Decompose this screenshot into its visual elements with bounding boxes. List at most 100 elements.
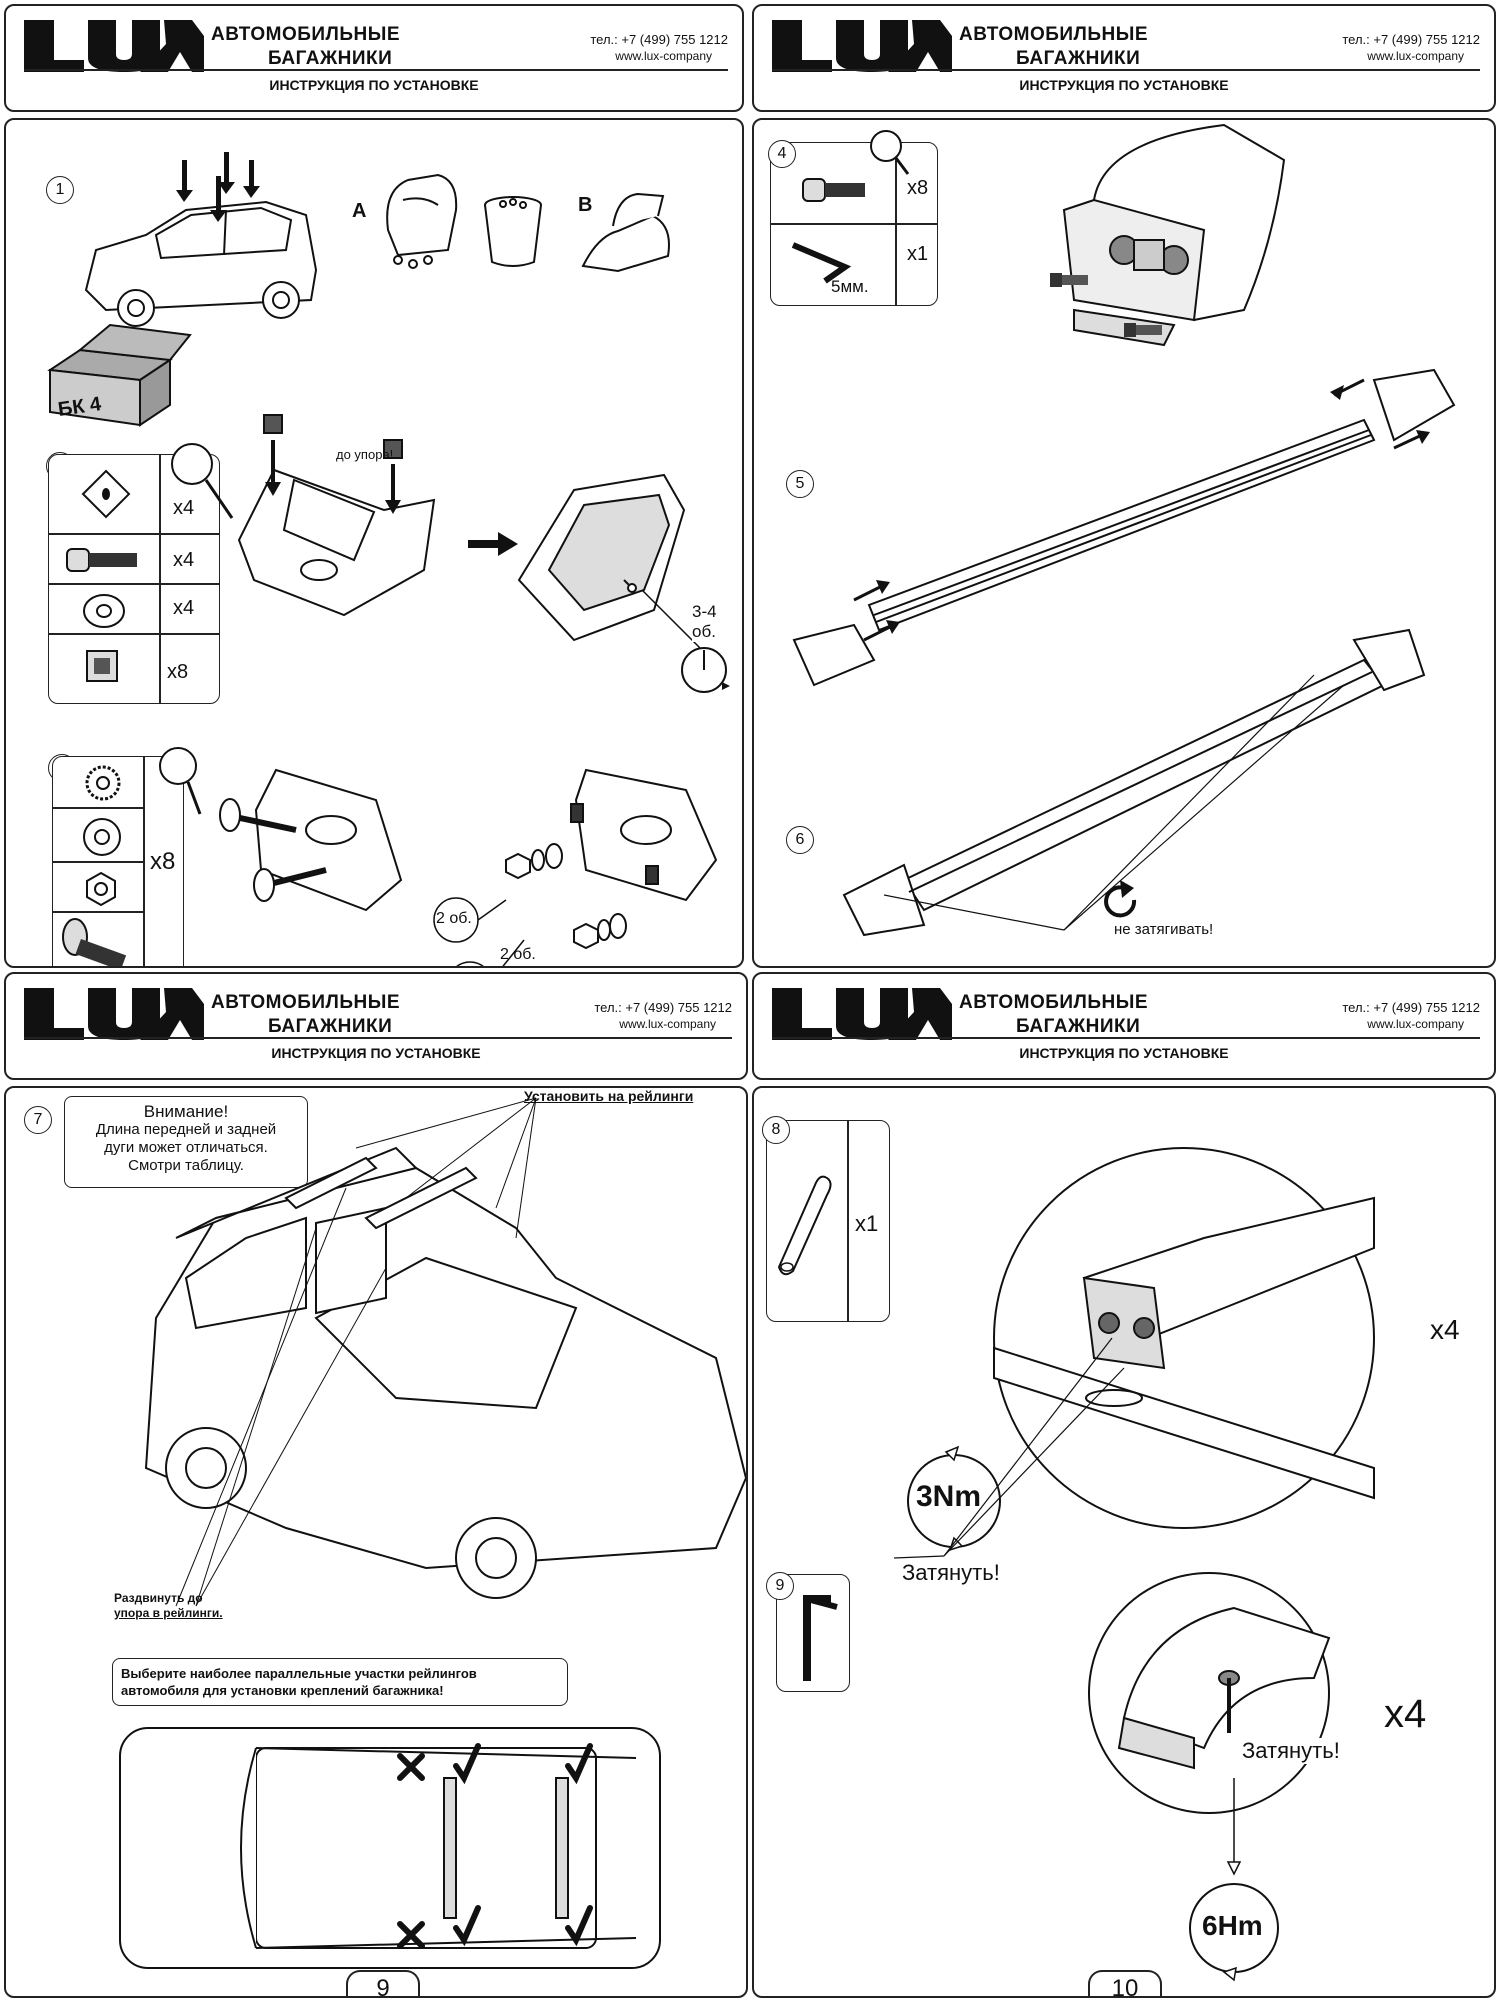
end-cap-illustration — [1062, 123, 1286, 347]
choose-line1: Выберите наиболее параллельные участки р… — [121, 1666, 477, 1681]
divider — [24, 69, 728, 71]
multiplier-bottom: x4 — [1384, 1692, 1427, 1736]
choose-parallel-note: Выберите наиболее параллельные участки р… — [112, 1658, 568, 1706]
torque-value-top: 3Nm — [916, 1480, 982, 1513]
bolt-icon — [802, 178, 865, 202]
lux-logo — [772, 20, 952, 72]
header-subtitle: ИНСТРУКЦИЯ ПО УСТАНОВКЕ — [1019, 77, 1229, 93]
qty-cap-nut: x8 — [167, 661, 189, 683]
divider — [772, 69, 1480, 71]
magnifier-icon — [870, 130, 910, 175]
stop-note: до упора! — [336, 447, 394, 462]
box-icon — [47, 323, 192, 427]
suv-with-crossbars-illustration — [144, 1097, 746, 1607]
foot-assembled-illustration — [517, 473, 686, 642]
slide-label-line2: упора в рейлинги. — [114, 1606, 223, 1620]
label-b: B — [578, 194, 593, 216]
do-not-tighten-warning: не затягивать! — [1114, 921, 1214, 938]
step-number-9: 9 — [766, 1572, 794, 1600]
magnifier-icon — [159, 747, 202, 815]
brand-line2: БАГАЖНИКИ — [268, 1016, 393, 1037]
divider — [24, 1037, 732, 1039]
rotation-icon — [641, 589, 730, 693]
screw-icon — [1050, 273, 1088, 287]
phone-number: тел.: +7 (499) 755 1212 — [1342, 1000, 1480, 1015]
parts-table-step4: x8 x1 5мм. — [770, 142, 938, 306]
panel-steps-8-9: x1 8 x4 3Nm Затянуть! 9 Затянуть! x4 6Hm… — [752, 1086, 1496, 1998]
phone-number: тел.: +7 (499) 755 1212 — [590, 32, 728, 47]
attention-line1: Длина передней и задней — [95, 1121, 277, 1138]
label-a: A — [352, 200, 367, 222]
washer-icon — [83, 818, 121, 856]
car-top-view-illustration — [119, 1727, 661, 1969]
crossbar-assembled-illustration — [842, 628, 1426, 937]
right-arrow-icon — [468, 532, 518, 556]
washing-hands-icon — [386, 173, 458, 269]
bucket-icon — [484, 196, 542, 267]
torque-circle-bottom — [1189, 1883, 1279, 1982]
wiping-cloth-icon — [581, 192, 670, 273]
washer-stack-illustration — [505, 843, 627, 950]
foot-assembly-illustration — [237, 414, 436, 617]
brand-line1: АВТОМОБИЛЬНЫЕ — [211, 24, 401, 45]
qty-square-nut: x4 — [173, 497, 195, 519]
slide-to-rails-label: Раздвинуть до упора в рейлинги. — [114, 1591, 223, 1621]
torque-circle-top — [907, 1445, 1001, 1552]
bracket-assembled-illustration — [570, 768, 718, 902]
step-number-4: 4 — [768, 140, 796, 168]
rotation-icon — [433, 897, 525, 966]
turns-note-1: 2 об. — [436, 910, 472, 927]
bracket-illustration — [219, 768, 403, 912]
lux-logo — [772, 988, 952, 1040]
header-top-right: АВТОМОБИЛЬНЫЕ БАГАЖНИКИ тел.: +7 (499) 7… — [752, 4, 1496, 112]
brand-line1: АВТОМОБИЛЬНЫЕ — [959, 24, 1149, 45]
tighten-label-1: Затянуть! — [902, 1560, 1000, 1585]
header-top-left: АВТОМОБИЛЬНЫЕ БАГАЖНИКИ тел.: +7 (499) 7… — [4, 4, 744, 112]
qty-bolt: x4 — [173, 549, 195, 571]
screw-icon — [1124, 323, 1162, 337]
panel-step-7: 7 Внимание! Длина передней и задней дуги… — [4, 1086, 748, 1998]
lux-logo — [24, 988, 204, 1040]
website: www.lux-company — [1367, 49, 1464, 63]
turns-note: 3-4 об. — [692, 602, 742, 642]
website: www.lux-company — [1367, 1017, 1464, 1031]
qty-washer: x4 — [173, 597, 195, 619]
qty-bolt: x8 — [907, 177, 929, 199]
header-subtitle: ИНСТРУКЦИЯ ПО УСТАНОВКЕ — [271, 1045, 481, 1061]
step-number-7: 7 — [24, 1106, 52, 1134]
page-number: 9 — [346, 1970, 420, 1996]
brand-line2: БАГАЖНИКИ — [1016, 1016, 1141, 1037]
website: www.lux-company — [615, 49, 712, 63]
header-subtitle: ИНСТРУКЦИЯ ПО УСТАНОВКЕ — [269, 77, 479, 93]
lock-washer-icon — [85, 765, 121, 801]
brand-line2: БАГАЖНИКИ — [1016, 48, 1141, 69]
crossbar-exploded-illustration — [792, 368, 1456, 687]
hex-key-icon — [803, 1595, 838, 1681]
phone-number: тел.: +7 (499) 755 1212 — [594, 1000, 732, 1015]
install-on-rails-label: Установить на рейлинги — [524, 1088, 694, 1104]
slide-label-line1: Раздвинуть до — [114, 1591, 203, 1605]
parts-table-step2: x4 x4 x4 x8 — [48, 454, 220, 704]
attention-title: Внимание! — [143, 1102, 229, 1121]
attention-line2: дуги может отличаться. — [104, 1139, 268, 1156]
step-number-6: 6 — [786, 826, 814, 854]
attention-line3: Смотри таблицу. — [128, 1157, 244, 1174]
divider — [772, 1037, 1480, 1039]
lux-logo — [24, 20, 204, 72]
step-number-5: 5 — [786, 470, 814, 498]
magnifier-icon — [171, 443, 234, 519]
tighten-leader-lines — [893, 1337, 1125, 1559]
brand-line1: АВТОМОБИЛЬНЫЕ — [211, 992, 401, 1013]
detail-circle-top — [993, 1147, 1375, 1529]
carriage-bolt-icon — [62, 918, 127, 966]
wrench-tool-icon — [777, 1175, 832, 1276]
parts-table-step3 — [52, 756, 184, 966]
header-bottom-left: АВТОМОБИЛЬНЫЕ БАГАЖНИКИ тел.: +7 (499) 7… — [4, 972, 748, 1080]
phone-number: тел.: +7 (499) 755 1212 — [1342, 32, 1480, 47]
car-roof-illustration — [84, 152, 318, 327]
parts-table-step8: x1 — [766, 1120, 890, 1322]
page-number: 10 — [1088, 1970, 1162, 1996]
hex-key-size: 5мм. — [831, 277, 869, 296]
panel-steps-4-6: x8 x1 5мм. 4 5 6 — [752, 118, 1496, 968]
step-number-1: 1 — [46, 176, 74, 204]
